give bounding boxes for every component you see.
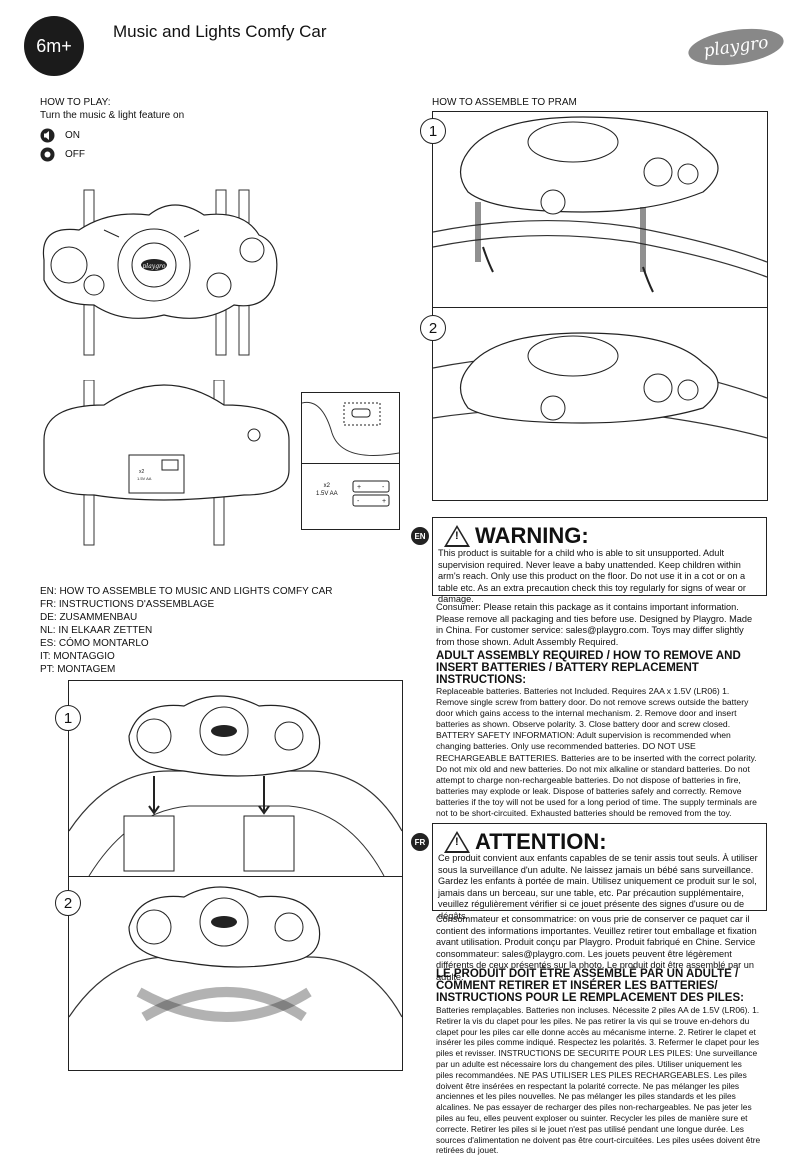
- off-label: OFF: [65, 149, 85, 160]
- brand-logo-text: playgro: [702, 32, 770, 62]
- car-assembly-headings: EN: HOW TO ASSEMBLE TO MUSIC AND LIGHTS …: [40, 585, 380, 676]
- fr-warning-text: Ce produit convient aux enfants capables…: [438, 853, 758, 921]
- battery-count: x2: [323, 483, 331, 489]
- pram-step-1-number: 1: [420, 118, 446, 144]
- svg-text:+: +: [357, 484, 361, 491]
- battery-compartment-panel: x2 1.5V AA + - - +: [301, 463, 400, 530]
- pram-step-2-number: 2: [420, 315, 446, 341]
- car-step-1-panel: [68, 680, 403, 877]
- en-warning-title: WARNING:: [475, 523, 589, 548]
- svg-text:-: -: [382, 484, 385, 491]
- fr-warning-box: ! ATTENTION: Ce produit convient aux enf…: [432, 823, 767, 921]
- age-label: 6m+: [36, 35, 72, 56]
- batteries-illustration: + - - +: [352, 480, 390, 507]
- how-to-play-text: Turn the music & light feature on: [40, 110, 185, 121]
- car-step-1-number: 1: [55, 705, 81, 731]
- en-battery-text: Replaceable batteries. Batteries not Inc…: [436, 686, 757, 819]
- pram-heading: HOW TO ASSEMBLE TO PRAM: [432, 97, 577, 108]
- assembly-line-it: IT: MONTAGGIO: [40, 651, 115, 662]
- assembly-line-nl: NL: IN ELKAAR ZETTEN: [40, 625, 153, 636]
- off-legend: OFF: [40, 147, 85, 162]
- pram-step-2-illustration: [433, 332, 767, 439]
- en-battery-heading: ADULT ASSEMBLY REQUIRED / HOW TO REMOVE …: [436, 650, 741, 686]
- switch-detail-illustration: [302, 401, 399, 456]
- page-title: Music and Lights Comfy Car: [113, 22, 327, 41]
- fr-battery-heading: LE PRODUIT DOIT ÊTRE ASSEMBLÉ PAR UN ADU…: [436, 968, 744, 1004]
- sound-off-icon: [40, 147, 55, 162]
- battery-info: x2 1.5V AA: [316, 482, 338, 498]
- assembly-line-pt: PT: MONTAGEM: [40, 664, 116, 675]
- pram-step-1-panel: [432, 111, 768, 308]
- en-warning-header: ! WARNING:: [444, 523, 589, 549]
- battery-type: 1.5V AA: [316, 491, 338, 497]
- pram-step-1-illustration: [433, 116, 767, 293]
- fr-battery-text: Batteries remplaçables. Batteries non in…: [436, 1005, 761, 1156]
- en-warning-text: This product is suitable for a child who…: [438, 548, 746, 604]
- on-label: ON: [65, 130, 80, 141]
- toy-logo-text: playgro: [142, 263, 165, 270]
- en-consumer-text: Consumer: Please retain this package as …: [436, 602, 753, 647]
- fr-warning-header: ! ATTENTION:: [444, 829, 607, 855]
- pram-step-2-panel: [432, 307, 768, 501]
- assembly-line-fr: FR: INSTRUCTIONS D'ASSEMBLAGE: [40, 599, 215, 610]
- sound-on-icon: [40, 128, 55, 143]
- car-step-2-number: 2: [55, 890, 81, 916]
- svg-text:-: -: [357, 498, 360, 505]
- brand-logo: playgro: [686, 23, 786, 71]
- fr-warning-title: ATTENTION:: [475, 829, 607, 854]
- battery-switch-panel: [301, 392, 400, 464]
- attention-icon: !: [444, 831, 470, 853]
- car-step-1-illustration: [69, 695, 402, 876]
- fr-language-badge: FR: [411, 833, 429, 851]
- svg-text:x2: x2: [139, 469, 145, 475]
- en-language-badge: EN: [411, 527, 429, 545]
- car-step-2-panel: [68, 876, 403, 1071]
- toy-front-illustration: playgro: [42, 189, 278, 356]
- on-legend: ON: [40, 128, 80, 143]
- assembly-line-de: DE: ZUSAMMENBAU: [40, 612, 138, 623]
- assembly-line-es: ES: CÓMO MONTARLO: [40, 638, 149, 649]
- svg-text:+: +: [382, 498, 386, 505]
- warning-icon: !: [444, 525, 470, 547]
- assembly-line-en: EN: HOW TO ASSEMBLE TO MUSIC AND LIGHTS …: [40, 586, 333, 597]
- en-warning-box: ! WARNING: This product is suitable for …: [432, 517, 767, 604]
- toy-back-illustration: x2 1.5V AA: [43, 380, 290, 546]
- svg-text:1.5V AA: 1.5V AA: [137, 476, 152, 481]
- how-to-play-heading: HOW TO PLAY:: [40, 97, 111, 108]
- fr-consumer-text: Consommateur et consommatrice: on vous p…: [436, 914, 757, 982]
- car-step-2-illustration: [69, 886, 402, 1022]
- age-badge: 6m+: [24, 16, 84, 76]
